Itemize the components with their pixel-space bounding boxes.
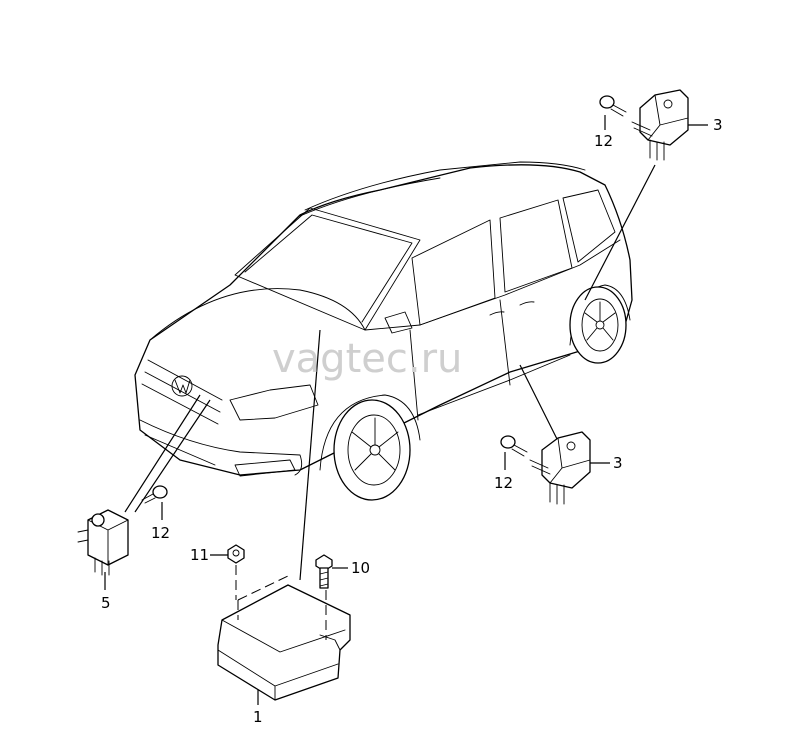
side-sensor-part-3-top <box>631 89 689 161</box>
callout-12-middle: 12 <box>494 474 513 492</box>
nut-part-11 <box>227 544 245 600</box>
screw-part-12-top <box>599 95 627 117</box>
side-sensor-part-3-middle <box>529 431 591 505</box>
leader-lines <box>104 115 708 705</box>
screw-part-12-middle <box>500 435 528 457</box>
watermark-text: vagtec.ru <box>272 336 462 382</box>
bolt-part-10 <box>315 554 333 589</box>
callout-labels: 1 3 3 5 10 11 12 12 12 <box>101 116 723 726</box>
callout-10: 10 <box>351 559 370 577</box>
crash-sensor-part-5 <box>77 509 129 576</box>
callout-1: 1 <box>253 708 263 726</box>
control-unit-part-1 <box>217 574 351 701</box>
callout-12-top: 12 <box>594 132 613 150</box>
callout-12-front: 12 <box>151 524 170 542</box>
car-illustration <box>134 161 633 501</box>
callout-11: 11 <box>190 546 209 564</box>
screw-part-12-front <box>141 485 168 504</box>
callout-5: 5 <box>101 594 111 612</box>
callout-3-top: 3 <box>713 116 723 134</box>
callout-3-middle: 3 <box>613 454 623 472</box>
